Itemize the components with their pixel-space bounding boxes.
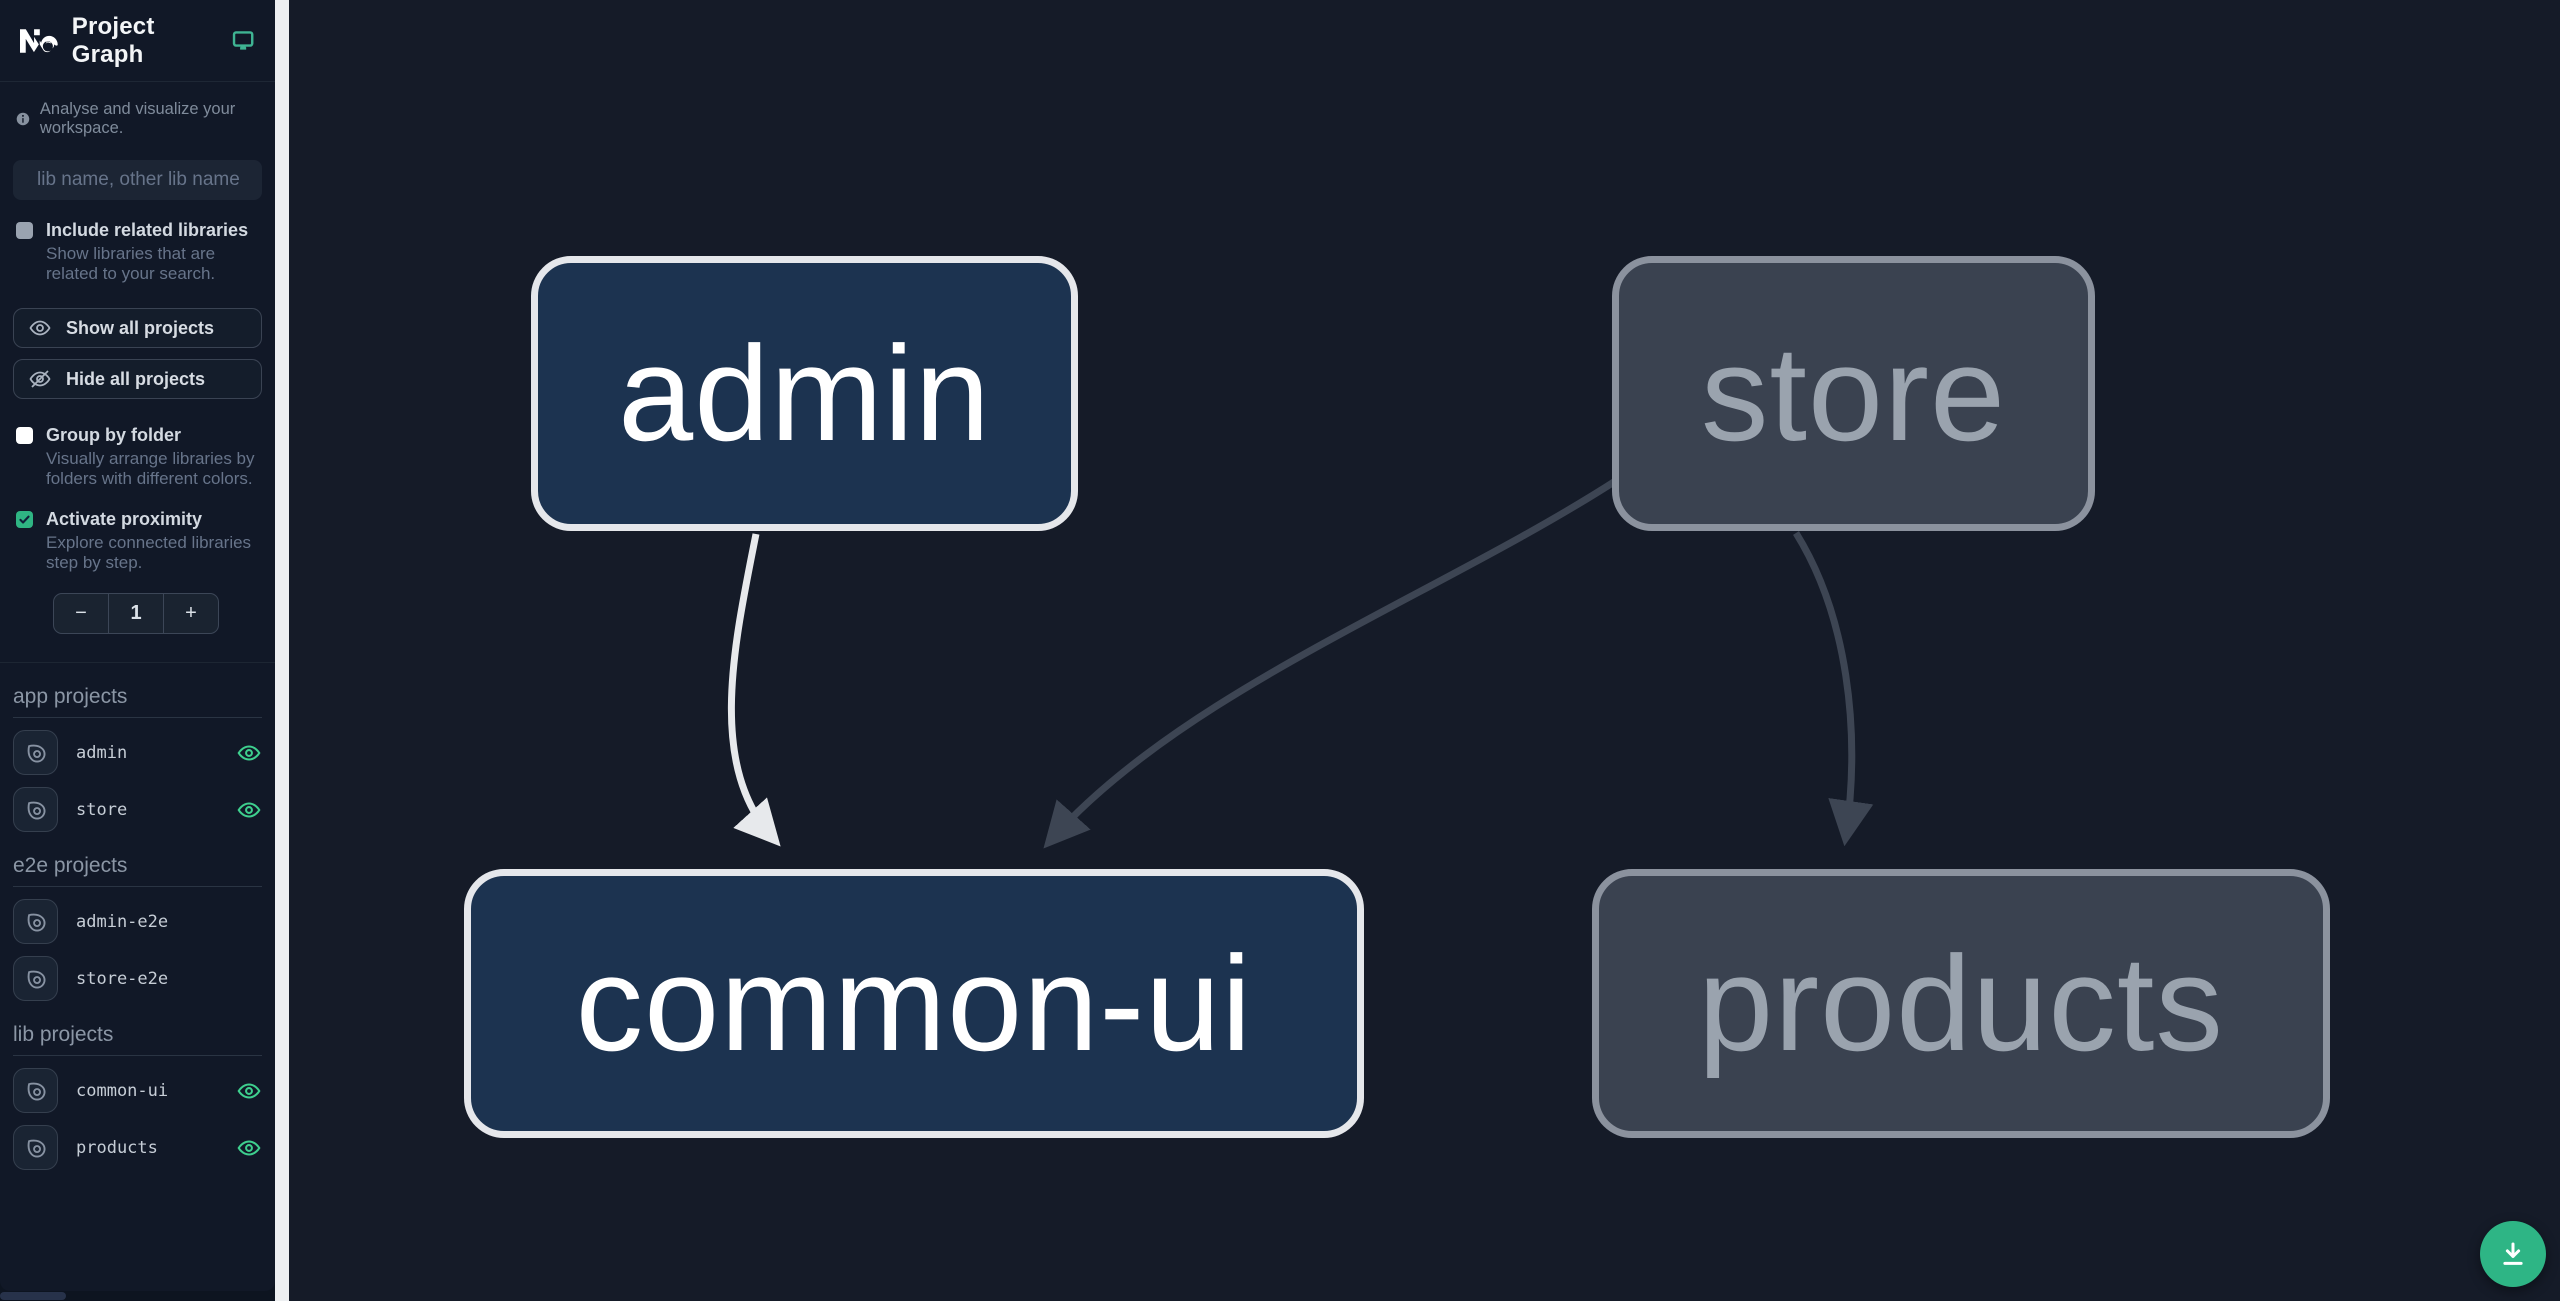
checkbox-description: Show libraries that are related to your … <box>46 244 216 284</box>
sidebar-divider <box>0 662 275 664</box>
section-app-projects: app projects admin <box>0 663 275 833</box>
hide-all-projects-button[interactable]: Hide all projects <box>13 359 262 400</box>
project-row-admin: admin <box>13 730 262 776</box>
sidebar-resize-gutter[interactable] <box>275 0 289 1301</box>
map-pin-icon <box>27 913 45 932</box>
project-name: store <box>76 799 128 820</box>
node-label: common-ui <box>575 928 1253 1079</box>
graph-node-store[interactable]: store <box>1612 256 2095 531</box>
eye-off-icon <box>29 370 51 388</box>
proximity-value: 1 <box>109 594 164 634</box>
project-name: store-e2e <box>76 968 169 989</box>
map-pin-icon <box>27 970 45 989</box>
checkbox-description: Visually arrange libraries by folders wi… <box>46 449 255 489</box>
tagline-text: Analyse and visualize your workspace. <box>39 100 236 137</box>
project-row-products: products <box>13 1125 262 1171</box>
eye-icon <box>29 320 51 336</box>
proximity-stepper: − 1 + <box>53 593 219 635</box>
focus-project-button[interactable] <box>13 730 58 776</box>
page-title: Project Graph <box>71 12 155 68</box>
project-name: products <box>76 1137 158 1158</box>
map-pin-icon <box>27 1139 45 1158</box>
graph-node-admin[interactable]: admin <box>531 256 1078 531</box>
include-related-checkbox-row[interactable]: Include related libraries Show libraries… <box>0 200 275 284</box>
toggle-visibility-eye-icon[interactable] <box>236 1135 262 1161</box>
focus-project-button[interactable] <box>13 787 58 833</box>
edge-admin-to-common-ui <box>727 533 781 847</box>
checkbox-description: Explore connected libraries step by step… <box>46 533 252 573</box>
project-name: common-ui <box>76 1080 169 1101</box>
map-pin-icon <box>27 801 45 820</box>
filter-input[interactable] <box>37 169 275 191</box>
filter-box <box>13 160 275 200</box>
show-all-projects-button[interactable]: Show all projects <box>13 308 262 349</box>
toggle-visibility-eye-icon[interactable] <box>236 1078 262 1104</box>
download-graph-button[interactable] <box>2480 1221 2546 1287</box>
proximity-increment-button[interactable]: + <box>164 594 218 633</box>
checkmark-icon <box>19 515 30 524</box>
toggle-visibility-eye-icon[interactable] <box>236 797 262 823</box>
sidebar-bottom-strip <box>0 1291 275 1301</box>
project-row-admin-e2e: admin-e2e <box>13 899 262 945</box>
focus-project-button[interactable] <box>13 1068 58 1114</box>
focus-project-button[interactable] <box>13 956 58 1002</box>
checkbox-label: Include related libraries <box>46 220 249 240</box>
node-label: store <box>1700 318 2007 469</box>
proximity-decrement-button[interactable]: − <box>54 594 109 634</box>
show-all-label: Show all projects <box>66 317 215 338</box>
map-pin-icon <box>27 744 45 763</box>
project-name: admin-e2e <box>76 911 169 932</box>
focus-project-button[interactable] <box>13 899 58 945</box>
node-label: admin <box>618 318 991 469</box>
graph-node-products[interactable]: products <box>1592 869 2330 1138</box>
map-pin-icon <box>27 1082 45 1101</box>
graph-node-common-ui[interactable]: common-ui <box>464 869 1364 1138</box>
checkbox-label: Activate proximity <box>46 509 203 530</box>
focus-project-button[interactable] <box>13 1125 58 1171</box>
graph-canvas[interactable]: admin store common-ui products <box>289 0 2560 1301</box>
project-name: admin <box>76 742 128 763</box>
section-title: app projects <box>13 685 262 719</box>
nx-logo <box>20 28 58 53</box>
section-title: lib projects <box>13 1023 262 1057</box>
edge-store-to-products <box>1793 531 1874 847</box>
project-row-store-e2e: store-e2e <box>13 956 262 1002</box>
workspace-tagline: Analyse and visualize your workspace. <box>0 82 275 144</box>
sidebar-header: Project Graph <box>0 0 275 82</box>
checkbox-label: Group by folder <box>46 425 181 446</box>
include-related-checkbox[interactable] <box>16 222 33 239</box>
download-icon <box>2503 1242 2523 1265</box>
horizontal-scrollbar-thumb[interactable] <box>0 1292 66 1300</box>
group-by-folder-checkbox-row[interactable]: Group by folder Visually arrange librari… <box>0 399 275 489</box>
toggle-visibility-eye-icon[interactable] <box>236 740 262 766</box>
sidebar: Project Graph Analyse and visualize your… <box>0 0 275 1291</box>
activate-proximity-checkbox[interactable] <box>16 511 33 529</box>
edge-store-to-common-ui <box>1043 477 1619 849</box>
section-lib-projects: lib projects common-ui <box>0 1001 275 1171</box>
section-e2e-projects: e2e projects admin-e2e store-e2e <box>0 832 275 1002</box>
monitor-icon[interactable] <box>231 27 255 54</box>
hide-all-label: Hide all projects <box>66 368 206 389</box>
project-row-common-ui: common-ui <box>13 1068 262 1114</box>
group-by-folder-checkbox[interactable] <box>16 427 33 445</box>
graph-edges <box>727 477 1874 849</box>
project-row-store: store <box>13 787 262 833</box>
activate-proximity-checkbox-row[interactable]: Activate proximity Explore connected lib… <box>0 489 275 573</box>
section-title: e2e projects <box>13 854 262 888</box>
node-label: products <box>1698 928 2224 1079</box>
info-icon <box>16 112 30 126</box>
